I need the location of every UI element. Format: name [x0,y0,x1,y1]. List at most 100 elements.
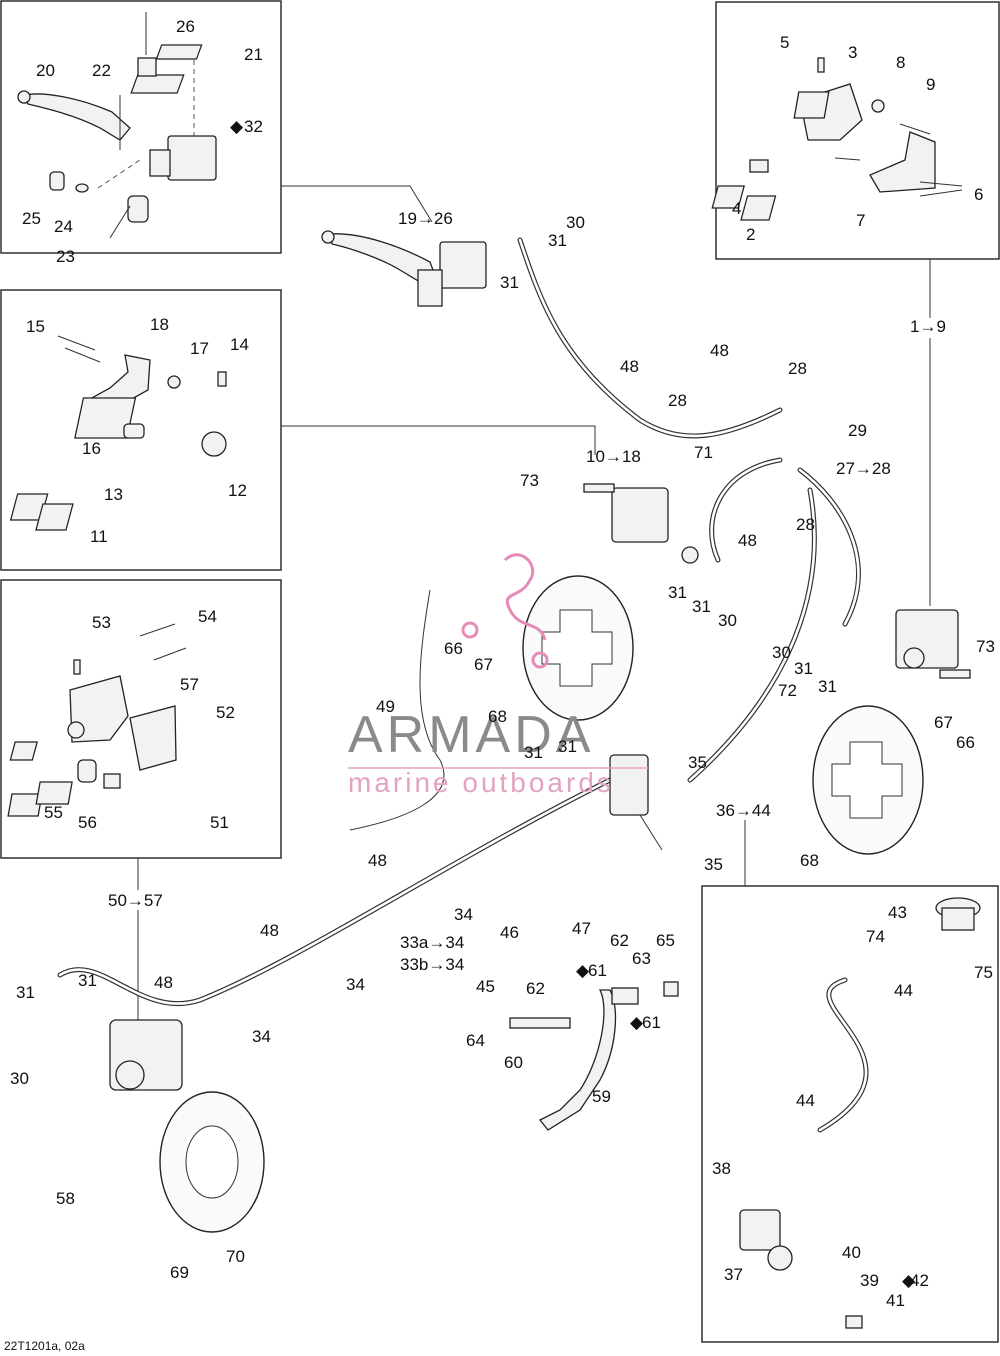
label-part: 28 [788,359,807,378]
fluid-drop-icon: ◆ [230,117,244,136]
label-part: 3 [848,43,857,62]
brake-disc-front-right [812,705,924,855]
label-part: 21 [244,45,263,64]
rear-master-cylinder [739,897,981,1329]
label-part: 56 [78,813,97,832]
distribution-junction [609,754,663,851]
panel-rear-caliper-labels: 5 3 8 9 4 2 7 6 [732,33,983,244]
label-range: 19→26 [398,209,453,228]
label-part: 49 [376,697,395,716]
label-range: 50→57 [108,891,163,910]
label-part: 28 [796,515,815,534]
label-part: 48 [154,973,173,992]
label-part: 43 [888,903,907,922]
label-range: 27→28 [836,459,891,478]
label-part: 17 [190,339,209,358]
rear-caliper-parts-top [711,57,963,221]
label-part: 32 [244,117,263,136]
main-callout-labels: 19→26 1→9 10→18 27→28 36→44 50→57 33a→34… [10,209,995,1282]
label-part: 69 [170,1263,189,1282]
front-right-caliper [895,609,971,679]
label-part: 31 [794,659,813,678]
label-part: 31 [548,231,567,250]
label-part: 39 [860,1271,879,1290]
label-part: 62 [610,931,629,950]
label-range: 33b→34 [400,955,464,974]
label-part: 66 [956,733,975,752]
parking-caliper-parts [7,623,187,817]
front-master-cylinder-parts [17,12,217,239]
label-part: 22 [92,61,111,80]
label-part: 67 [474,655,493,674]
label-part: 52 [216,703,235,722]
label-part: 73 [976,637,995,656]
label-part: 37 [724,1265,743,1284]
label-range: 1→9 [910,317,946,336]
label-part: 28 [668,391,687,410]
label-part: 48 [620,357,639,376]
label-part: 48 [738,531,757,550]
label-part: 35 [704,855,723,874]
label-part: 66 [444,639,463,658]
panel-rear-master-cylinder [701,885,999,1343]
label-part: 73 [520,471,539,490]
label-part: 72 [778,681,797,700]
fluid-drop-icon: ◆ [630,1013,644,1032]
label-part: 31 [500,273,519,292]
label-part: 53 [92,613,111,632]
label-part: 46 [500,923,519,942]
label-part: 30 [718,611,737,630]
panel-front-caliper-labels: 15 18 17 14 16 13 12 11 [26,315,249,546]
label-part: 61 [642,1013,661,1032]
label-part: 48 [260,921,279,940]
label-part: 13 [104,485,123,504]
label-part: 34 [252,1027,271,1046]
label-part: 48 [710,341,729,360]
panel-front-caliper-detail [0,289,282,571]
label-part: 67 [934,713,953,732]
label-part: 14 [230,335,249,354]
label-part: 65 [656,931,675,950]
label-part: 40 [842,1243,861,1262]
label-part: 44 [894,981,913,1000]
label-part: 55 [44,803,63,822]
label-part: 38 [712,1159,731,1178]
label-part: 42 [910,1271,929,1290]
label-part: 64 [466,1031,485,1050]
label-part: 31 [16,983,35,1002]
label-part: 62 [526,979,545,998]
watermark-tagline: marine outboards [348,767,614,798]
label-part: 45 [476,977,495,996]
panel-front-master-cylinder [0,0,282,254]
label-part: 31 [692,597,711,616]
label-part: 23 [56,247,75,266]
label-part: 25 [22,209,41,228]
label-range: 10→18 [586,447,641,466]
label-part: 34 [454,905,473,924]
label-part: 7 [856,211,865,230]
label-part: 75 [974,963,993,982]
label-part: 15 [26,317,45,336]
label-part: 31 [818,677,837,696]
label-part: 59 [592,1087,611,1106]
rear-parking-caliper [109,1019,183,1091]
label-part: 51 [210,813,229,832]
label-part: 31 [524,743,543,762]
panel-rear-caliper-detail [715,1,1000,260]
label-part: 54 [198,607,217,626]
label-part: 74 [866,927,885,946]
label-part: 34 [346,975,365,994]
brake-disc-front-left [522,575,634,721]
label-part: 58 [56,1189,75,1208]
label-part: 41 [886,1291,905,1310]
label-part: 2 [746,225,755,244]
label-part: 31 [558,737,577,756]
panel-parking-caliper-detail [0,579,282,859]
front-left-caliper [583,483,699,564]
label-part: 70 [226,1247,245,1266]
label-part: 11 [90,527,108,546]
label-part: 68 [800,851,819,870]
label-part: 68 [488,707,507,726]
brake-disc-rear [159,1091,265,1233]
